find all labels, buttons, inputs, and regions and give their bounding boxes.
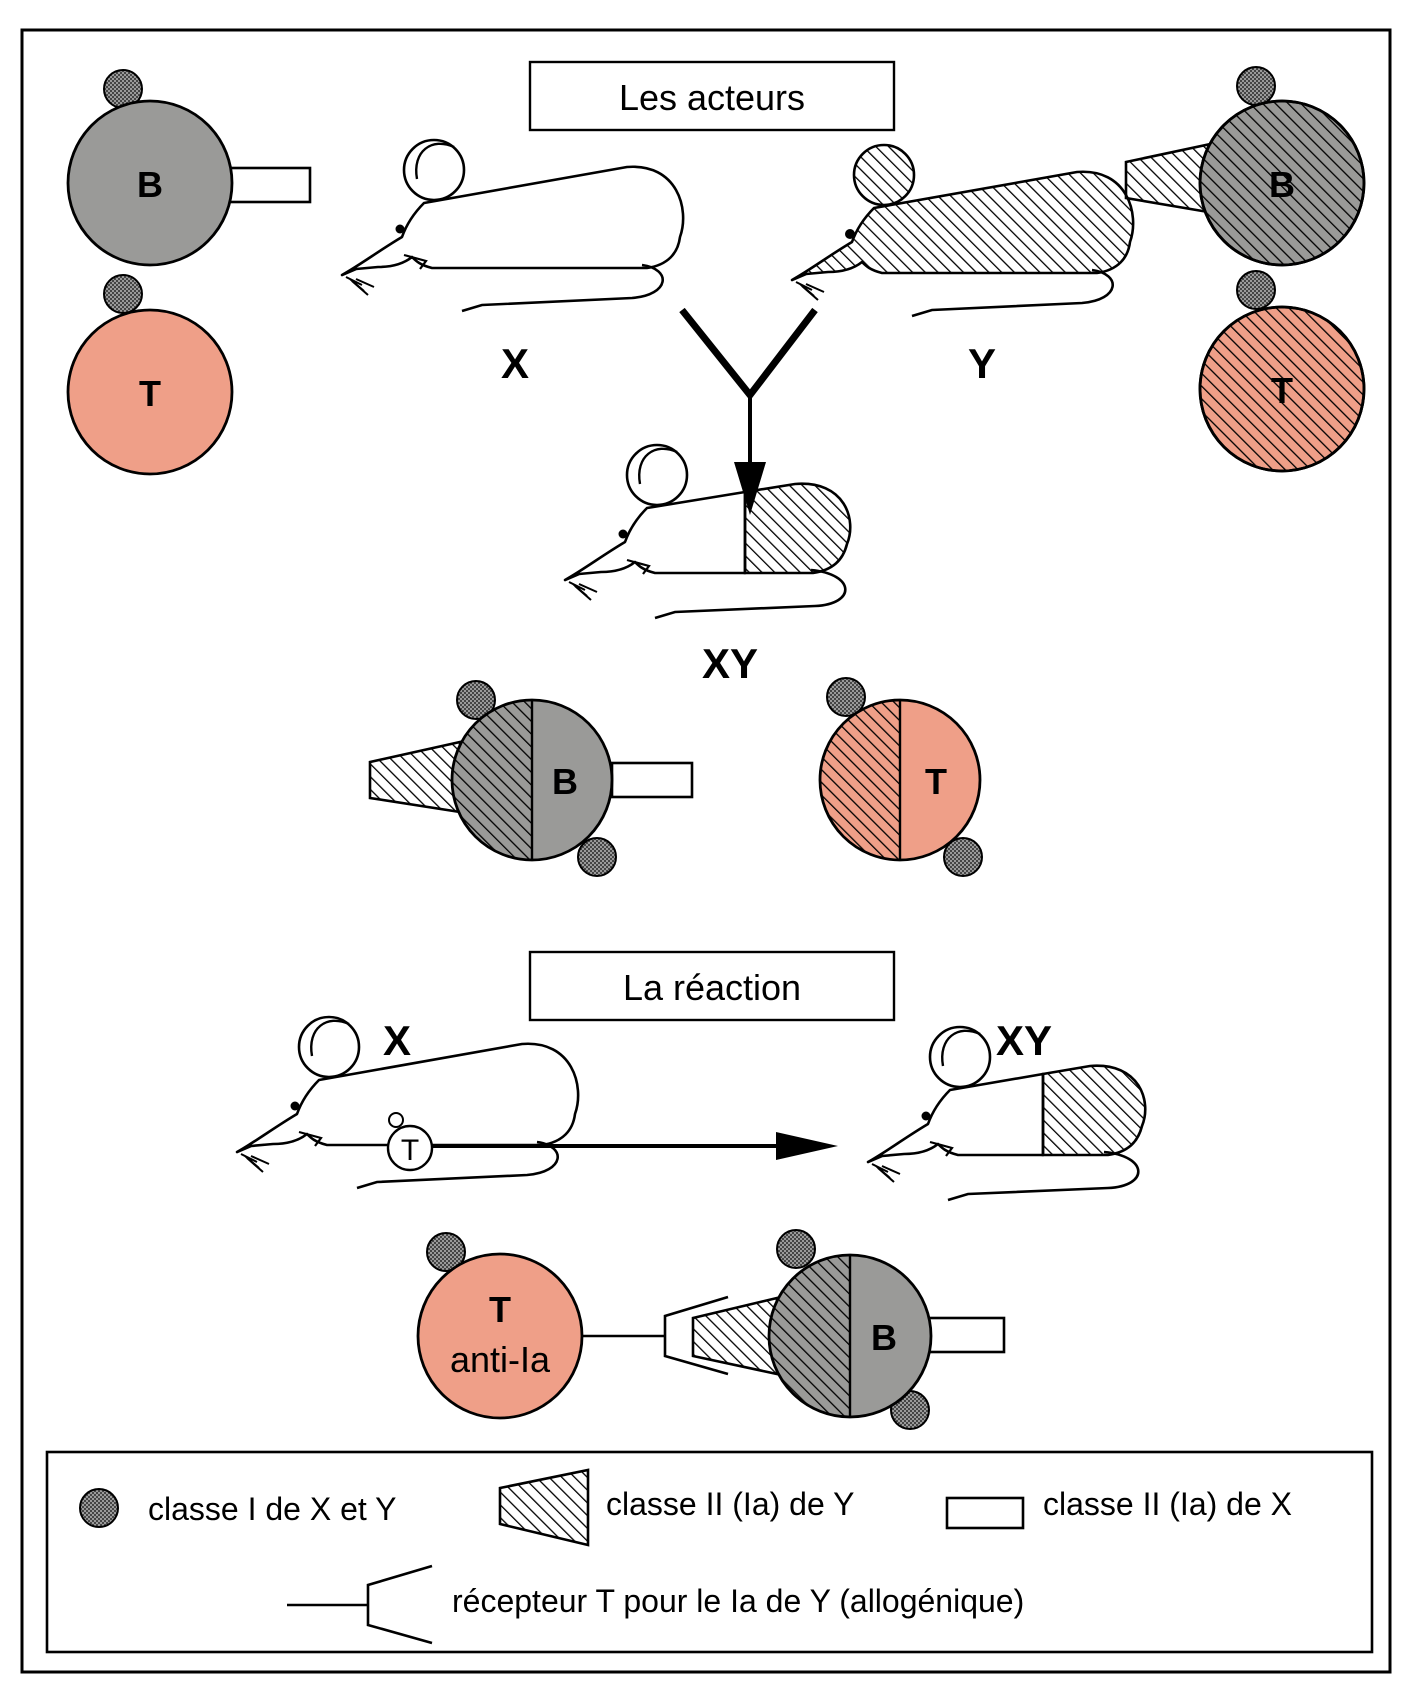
t-cell-label: T	[139, 373, 161, 414]
mini-t-cell: T	[386, 1112, 434, 1172]
class1-dot	[1236, 270, 1276, 310]
class2-x-rect	[228, 166, 312, 204]
legend-class1-text: classe I de X et Y	[148, 1491, 396, 1527]
legend-item-receptor: récepteur T pour le Ia de Y (allogénique…	[287, 1564, 1024, 1645]
b-cell-reaction: B	[691, 1229, 1006, 1430]
section-title-reaction-text: La réaction	[623, 967, 801, 1008]
b-cell-xy: B	[368, 680, 694, 877]
cross-arrow	[679, 307, 818, 515]
mouse-xy	[563, 443, 852, 620]
section-title-actors-text: Les acteurs	[619, 77, 805, 118]
mouse-y-label: Y	[968, 340, 996, 387]
t-anti-ia-label-1: T	[489, 1289, 511, 1330]
b-cell-y: B	[1124, 66, 1366, 267]
t-cell-x: T	[66, 274, 234, 476]
t-cell-receptor	[582, 1295, 729, 1376]
mouse-x-label: X	[501, 340, 529, 387]
class1-dot	[426, 1232, 466, 1272]
hatched-trapezoid-icon	[498, 1468, 590, 1547]
class1-dot-icon	[79, 1488, 119, 1528]
outer-frame	[20, 28, 1392, 1674]
legend-class2-y-text: classe II (Ia) de Y	[606, 1486, 854, 1522]
transfer-arrow	[432, 1132, 838, 1160]
b-cell-label: B	[552, 761, 578, 802]
legend-receptor-text: récepteur T pour le Ia de Y (allogénique…	[452, 1583, 1024, 1619]
class1-dot	[577, 837, 617, 877]
class1-dot	[103, 274, 143, 314]
white-rect-icon	[945, 1496, 1025, 1530]
section-title-reaction: La réaction	[528, 950, 896, 1022]
legend: classe I de X et Y classe II (Ia) de Y c…	[45, 1450, 1374, 1654]
class2-y-trapezoid	[691, 1296, 779, 1376]
b-cell-x: B	[66, 69, 312, 267]
reaction-mouse-xy-label: XY	[996, 1017, 1052, 1064]
mini-t-label: T	[401, 1134, 419, 1167]
t-cell-label: T	[1271, 370, 1293, 411]
legend-item-class2-x: classe II (Ia) de X	[945, 1486, 1292, 1530]
legend-class2-x-text: classe II (Ia) de X	[1043, 1486, 1292, 1522]
legend-frame	[45, 1450, 1374, 1654]
b-cell-label: B	[871, 1317, 897, 1358]
t-anti-ia-cell: T anti-Ia	[416, 1232, 584, 1420]
mouse-x	[340, 138, 685, 313]
t-anti-ia-label-2: anti-Ia	[450, 1339, 551, 1380]
b-cell-label: B	[137, 164, 163, 205]
class1-dot	[1236, 66, 1276, 106]
class2-x-rect	[610, 761, 694, 799]
class1-dot	[456, 680, 496, 720]
t-cell-label: T	[925, 761, 947, 802]
legend-item-class1: classe I de X et Y	[79, 1488, 396, 1528]
mouse-y	[790, 143, 1135, 318]
class2-x-rect	[926, 1316, 1006, 1354]
t-cell-y: T	[1198, 270, 1366, 473]
reaction-mouse-xy	[866, 1025, 1147, 1202]
mouse-xy-label: XY	[702, 640, 758, 687]
class2-y-trapezoid	[368, 740, 462, 814]
receptor-icon	[366, 1564, 433, 1645]
class1-dot	[776, 1229, 816, 1269]
reaction-mouse-x-label: X	[383, 1017, 411, 1064]
b-cell-label: B	[1269, 164, 1295, 205]
class1-dot	[943, 837, 983, 877]
legend-item-class2-y: classe II (Ia) de Y	[498, 1468, 854, 1547]
section-title-actors: Les acteurs	[528, 60, 896, 132]
class1-dot	[826, 677, 866, 717]
t-cell-xy: T	[818, 677, 983, 877]
